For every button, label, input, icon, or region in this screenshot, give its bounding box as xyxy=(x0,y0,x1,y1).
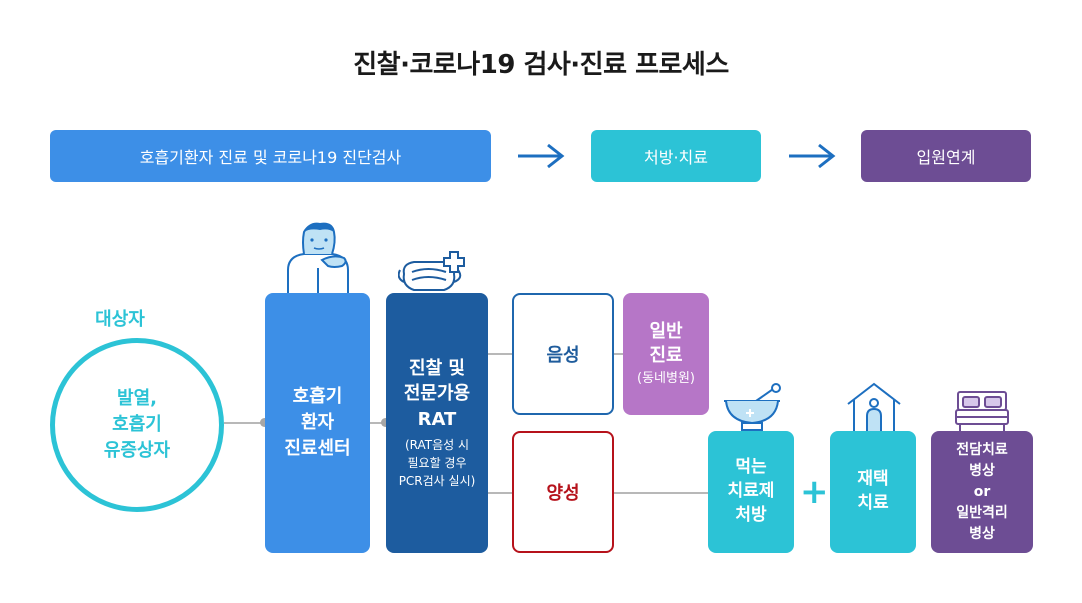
page-title: 진찰·코로나19 검사·진료 프로세스 xyxy=(353,50,729,80)
house-person-icon xyxy=(846,382,902,432)
negative-label: 음성 xyxy=(546,345,580,366)
exam-note-line: PCR검사 실시) xyxy=(398,473,476,488)
plus-sign: + xyxy=(800,472,829,512)
stage-diagnosis-bar: 호흡기환자 진료 및 코로나19 진단검사 xyxy=(50,130,491,182)
stage-diagnosis-label: 호흡기환자 진료 및 코로나19 진단검사 xyxy=(139,148,402,167)
connector-dot xyxy=(260,418,269,427)
exam-line: RAT xyxy=(417,408,457,430)
target-label: 대상자 xyxy=(95,309,145,330)
oral-medication-box: 먹는 치료제 처방 xyxy=(708,431,794,553)
meds-line: 치료제 xyxy=(727,481,775,502)
exam-line: 진찰 및 xyxy=(409,358,465,380)
center-line: 진료센터 xyxy=(284,438,351,460)
connector-line xyxy=(614,353,623,355)
arrow-right-icon xyxy=(787,141,837,171)
connector-line xyxy=(614,492,708,494)
hospital-bed-icon xyxy=(954,388,1010,432)
bed-line: or xyxy=(973,483,991,500)
home-line: 치료 xyxy=(857,493,889,513)
stage-treatment-label: 처방·치료 xyxy=(644,148,708,167)
respiratory-center-box: 호흡기 환자 진료센터 xyxy=(265,293,370,553)
hospital-bed-box: 전담치료 병상 or 일반격리 병상 xyxy=(931,431,1033,553)
bed-line: 병상 xyxy=(969,525,995,542)
bed-line: 전담치료 xyxy=(956,441,1008,458)
meds-line: 처방 xyxy=(735,504,767,525)
mask-plus-icon xyxy=(398,248,476,294)
doctor-icon xyxy=(284,218,352,294)
arrow-right-icon xyxy=(516,141,566,171)
connector-line xyxy=(488,492,512,494)
stage-treatment-bar: 처방·치료 xyxy=(591,130,761,182)
mortar-pestle-icon xyxy=(722,383,782,431)
home-treatment-box: 재택 치료 xyxy=(830,431,916,553)
connector-line xyxy=(370,422,388,424)
home-line: 재택 xyxy=(857,469,889,490)
bed-line: 병상 xyxy=(969,462,995,479)
connector-dot xyxy=(381,418,390,427)
meds-line: 먹는 xyxy=(735,457,767,478)
exam-note-line: 필요할 경우 xyxy=(407,455,467,470)
positive-label: 양성 xyxy=(546,483,580,504)
general-care-box: 일반 진료 (동네병원) xyxy=(623,293,709,415)
exam-note-line: (RAT음성 시 xyxy=(404,437,470,452)
target-line: 유증상자 xyxy=(103,440,171,462)
stage-admission-label: 입원연계 xyxy=(916,148,976,167)
target-line: 호흡기 xyxy=(112,413,162,435)
general-line: 진료 xyxy=(649,344,683,366)
general-sub: (동네병원) xyxy=(637,370,695,386)
general-line: 일반 xyxy=(649,321,683,343)
bed-line: 일반격리 xyxy=(956,504,1008,521)
negative-result-box: 음성 xyxy=(512,293,614,415)
target-line: 발열, xyxy=(117,387,157,409)
exam-rat-box: 진찰 및 전문가용 RAT (RAT음성 시 필요할 경우 PCR검사 실시) xyxy=(386,293,488,553)
target-circle: 발열, 호흡기 유증상자 xyxy=(50,338,224,512)
center-line: 환자 xyxy=(300,411,335,433)
positive-result-box: 양성 xyxy=(512,431,614,553)
exam-line: 전문가용 xyxy=(403,383,471,405)
center-line: 호흡기 xyxy=(292,385,343,407)
connector-line xyxy=(488,353,512,355)
connector-line xyxy=(224,422,267,424)
stage-admission-bar: 입원연계 xyxy=(861,130,1031,182)
